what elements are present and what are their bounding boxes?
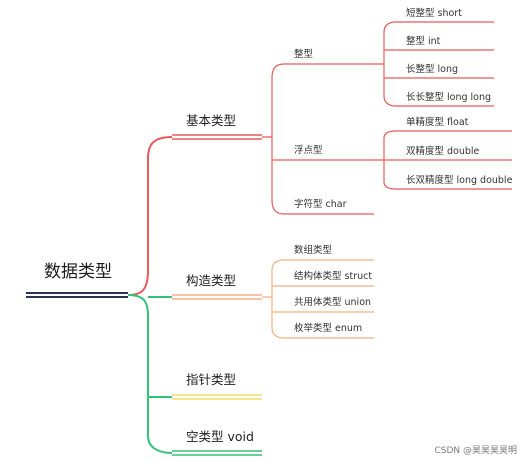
long-long-type-label: 长长整型 long long [406,92,492,103]
void-type-label: 空类型 void [186,429,254,444]
basic-type-label: 基本类型 [186,113,237,128]
int-type-label: 整型 int [406,36,441,47]
integer-type-label: 整型 [294,49,314,60]
double-type-label: 双精度型 double [406,146,480,157]
float-type-label: 浮点型 [294,145,323,156]
float-single-label: 单精度型 float [406,117,469,128]
void-underline [172,450,262,456]
basic-underline [172,134,262,140]
constructed-underline [172,294,262,300]
watermark: CSDN @昊昊昊昊明 [434,446,517,456]
pointer-underline [172,394,262,400]
integer-children-underlines [396,21,494,107]
connector-constructed-children [262,259,285,339]
constructed-type-label: 构造类型 [186,273,237,288]
root-node-label: 数据类型 [44,262,112,282]
constructed-children-underlines [284,259,374,339]
array-type-label: 数组类型 [294,245,333,256]
connector-root-basic [127,136,173,296]
short-type-label: 短整型 short [406,8,462,19]
connector-float-children [374,130,397,190]
connector-root-lower [127,294,173,454]
float-children-underlines [396,130,512,190]
char-type-label: 字符型 char [294,199,347,210]
enum-type-label: 枚举类型 enum [294,323,363,334]
root-underline [26,292,128,298]
struct-type-label: 结构体类型 struct [294,271,373,282]
long-type-label: 长整型 long [406,64,459,75]
long-double-type-label: 长双精度型 long double [406,175,513,186]
union-type-label: 共用体类型 union [294,297,372,308]
connector-basic-children [262,63,290,215]
pointer-type-label: 指针类型 [186,372,237,387]
connector-integer-children [374,21,397,107]
